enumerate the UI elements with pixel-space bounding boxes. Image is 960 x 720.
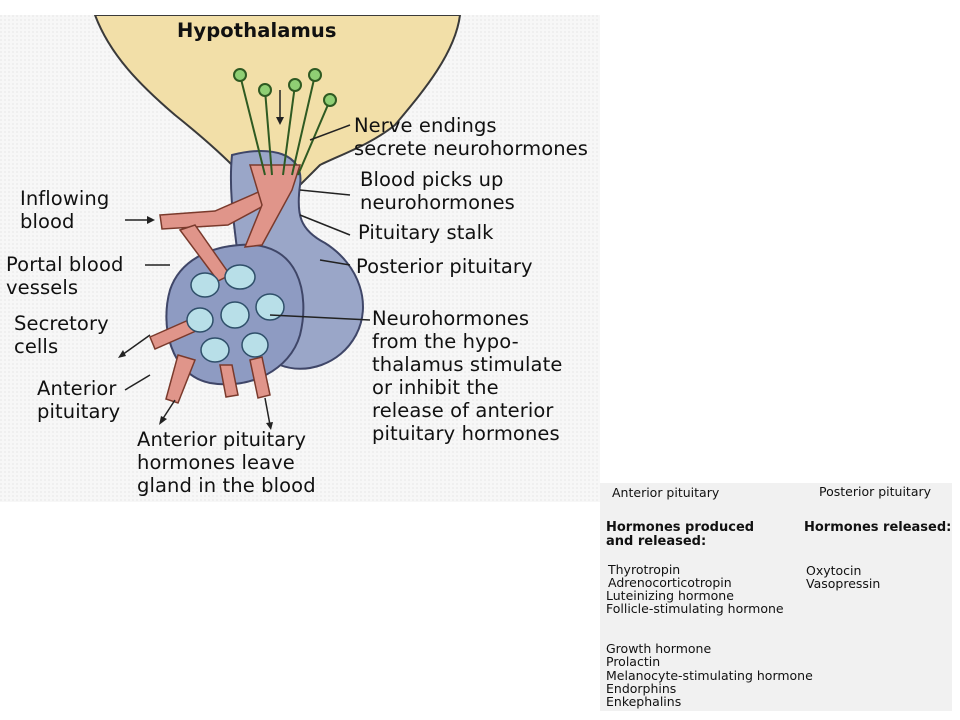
- posterior-column-header: Posterior pituitary: [819, 484, 932, 499]
- list-item: Follicle-stimulating hormone: [606, 601, 784, 616]
- posterior-subheader: Hormones released:: [804, 520, 952, 535]
- posterior-pituitary-label: Posterior pituitary: [356, 255, 533, 278]
- blood-picks-up-label: Blood picks up neurohormones: [360, 168, 515, 214]
- list-item: Endorphins: [606, 681, 677, 696]
- list-item: Luteinizing hormone: [606, 588, 734, 603]
- list-item: Vasopressin: [806, 576, 881, 591]
- list-item: Oxytocin: [806, 563, 862, 578]
- pituitary-stalk-label: Pituitary stalk: [358, 221, 494, 244]
- portal-blood-vessels-label: Portal blood vessels: [6, 253, 124, 299]
- list-item: Prolactin: [606, 654, 661, 669]
- diagram-arrows: [121, 90, 371, 426]
- list-item: Growth hormone: [606, 641, 712, 656]
- hypothalamic-neurons: [233, 68, 337, 176]
- list-item: Adrenocorticotropin: [608, 575, 732, 590]
- secretory-cells: [186, 264, 285, 363]
- hormones-leave-label: Anterior pituitary hormones leave gland …: [137, 428, 316, 497]
- diagram-illustration: [0, 15, 600, 502]
- secretory-cells-label: Secretory cells: [14, 312, 109, 358]
- nerve-endings-label: Nerve endings secrete neurohormones: [354, 114, 589, 160]
- list-item: Thyrotropin: [608, 562, 681, 577]
- hormone-table: Anterior pituitary Posterior pituitary H…: [600, 483, 952, 711]
- neurohormones-description: Neurohormones from the hypo- thalamus st…: [372, 307, 563, 445]
- inflowing-blood-label: Inflowing blood: [20, 187, 110, 233]
- hypothalamus-label: Hypothalamus: [177, 19, 337, 42]
- list-item: Enkephalins: [606, 694, 682, 709]
- anterior-pituitary-label: Anterior pituitary: [37, 377, 121, 423]
- pituitary-diagram: Hypothalamus Nerve endings secrete neuro…: [0, 15, 600, 502]
- list-item: Melanocyte-stimulating hormone: [606, 668, 813, 683]
- arrowheads: [118, 117, 284, 430]
- anterior-column-header: Anterior pituitary: [612, 485, 720, 500]
- anterior-subheader: Hormones produced and released:: [606, 520, 755, 549]
